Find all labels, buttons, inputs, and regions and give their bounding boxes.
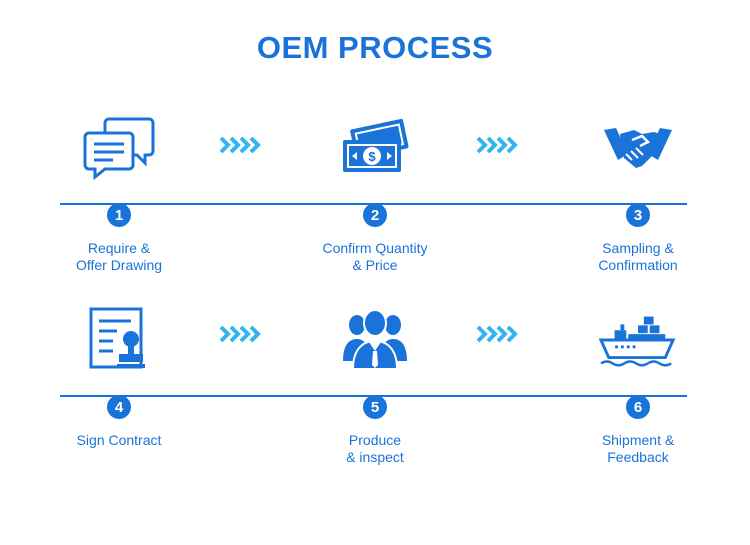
step-6: 6 Shipment &Feedback xyxy=(558,305,718,545)
money-icon: $ xyxy=(336,113,414,183)
step-number: 1 xyxy=(107,203,131,227)
step-1: 1 Require &Offer Drawing xyxy=(39,113,199,353)
step-number: 4 xyxy=(107,395,131,419)
team-people-icon xyxy=(336,305,414,375)
step-2: $ 2 Confirm Quantity& Price xyxy=(295,113,455,353)
chevron-arrows-icon xyxy=(219,325,261,343)
step-label: Sampling &Confirmation xyxy=(598,240,678,273)
step-label: Produce& inspect xyxy=(346,432,404,465)
step-number: 2 xyxy=(363,203,387,227)
handshake-icon xyxy=(599,113,677,183)
step-label: Confirm Quantity& Price xyxy=(322,240,428,273)
step-label: Shipment &Feedback xyxy=(601,432,675,465)
step-label: Require &Offer Drawing xyxy=(75,240,163,273)
svg-text:$: $ xyxy=(368,149,376,164)
chevron-arrows-icon xyxy=(476,325,518,343)
step-3: 3 Sampling &Confirmation xyxy=(558,113,718,353)
step-number: 5 xyxy=(363,395,387,419)
step-label: Sign Contract xyxy=(76,432,162,448)
step-number: 3 xyxy=(626,203,650,227)
chat-bubbles-icon xyxy=(80,113,158,183)
cargo-ship-icon xyxy=(599,305,677,375)
contract-stamp-icon xyxy=(80,305,158,375)
step-5: 5 Produce& inspect xyxy=(295,305,455,545)
chevron-arrows-icon xyxy=(219,136,261,154)
step-4: 4 Sign Contract xyxy=(39,305,199,545)
step-number: 6 xyxy=(626,395,650,419)
chevron-arrows-icon xyxy=(476,136,518,154)
page-title: OEM PROCESS xyxy=(256,30,494,65)
